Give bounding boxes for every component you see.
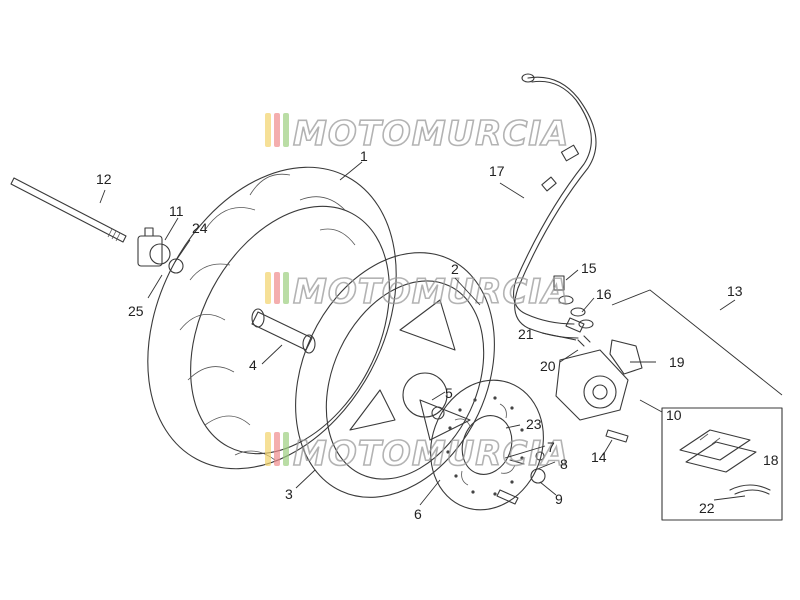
callout-22: 22: [699, 500, 715, 516]
callout-21: 21: [518, 326, 534, 342]
axle: [10, 177, 127, 243]
brake-caliper: [555, 335, 629, 421]
brake-disc: [430, 379, 544, 511]
callout-4: 4: [249, 357, 257, 373]
callout-13: 13: [727, 283, 743, 299]
watermark-top: MOTOMURCIA: [265, 113, 569, 155]
callout-19: 19: [669, 354, 685, 370]
callout-24: 24: [192, 220, 208, 236]
callouts: 1 2 3 4 5 6 7 8 9 10 11 12 13 14 15 16 1…: [96, 148, 779, 522]
watermark-bottom: MOTOMURCIA: [265, 432, 569, 475]
watermark-text: MOTOMURCIA: [293, 114, 569, 154]
caliper-bolt: [605, 429, 629, 443]
callout-5: 5: [445, 385, 453, 401]
watermark-text: MOTOMURCIA: [293, 272, 569, 312]
brake-hose: [513, 73, 597, 339]
callout-20: 20: [540, 358, 556, 374]
callout-10: 10: [666, 407, 682, 423]
callout-15: 15: [581, 260, 597, 276]
leader-lines: [99, 161, 746, 506]
callout-25: 25: [128, 303, 144, 319]
watermark-text: MOTOMURCIA: [293, 434, 569, 474]
banjo-bolt: [553, 275, 594, 333]
callout-11: 11: [169, 203, 184, 219]
tyre: [147, 166, 397, 470]
callout-6: 6: [414, 506, 422, 522]
callout-17: 17: [489, 163, 505, 179]
callout-23: 23: [526, 416, 542, 432]
callout-1: 1: [360, 148, 368, 164]
caliper-bracket: [609, 339, 643, 375]
brake-pad-kit: [611, 289, 783, 521]
rim: [295, 252, 495, 498]
spacer: [251, 308, 316, 354]
callout-18: 18: [763, 452, 779, 468]
callout-9: 9: [555, 491, 563, 507]
callout-12: 12: [96, 171, 112, 187]
callout-7: 7: [547, 439, 555, 455]
speedo-drive: [137, 227, 184, 274]
callout-16: 16: [596, 286, 612, 302]
callout-3: 3: [285, 486, 293, 502]
callout-2: 2: [451, 261, 459, 277]
callout-14: 14: [591, 449, 607, 465]
callout-8: 8: [560, 456, 568, 472]
watermark-middle: MOTOMURCIA: [265, 271, 569, 313]
